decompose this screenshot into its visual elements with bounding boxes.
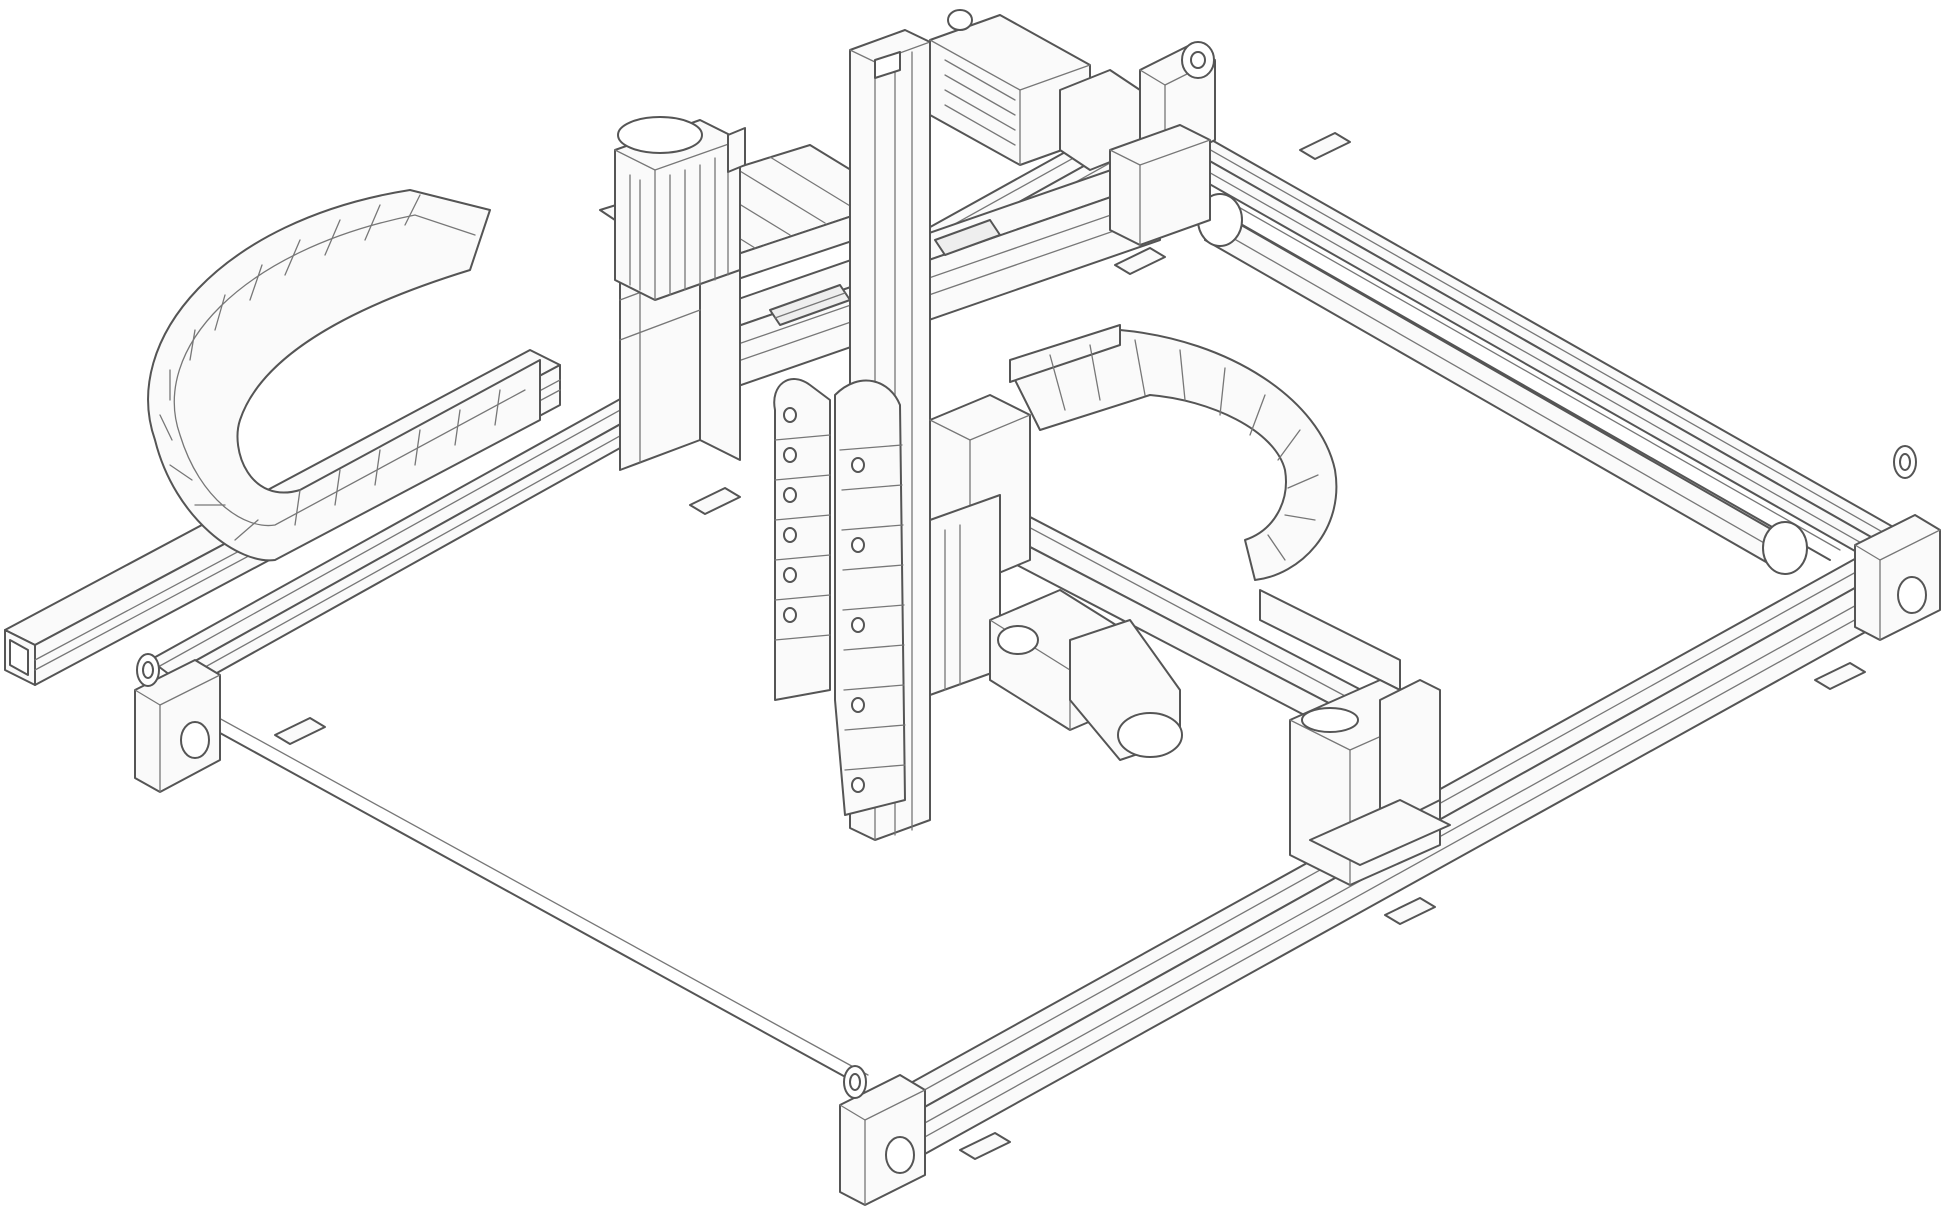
- y-axis-beam-end: [1109, 124, 1211, 246]
- cable-chain-left: [147, 189, 541, 562]
- x-axis-gear-motor: [989, 589, 1183, 761]
- cable-chain-right: [1009, 324, 1338, 581]
- frame-back-rail: [1131, 104, 1926, 581]
- drive-shaft: [1197, 193, 1808, 575]
- frame-corner-front-left: [134, 659, 221, 793]
- x-axis-carriage: [1289, 679, 1451, 886]
- mounting-feet: [274, 132, 1866, 1160]
- frame-corner-right: [1854, 514, 1941, 641]
- z-axis-motor: [929, 9, 1141, 171]
- y-axis-motor: [614, 116, 746, 301]
- lifting-eye-back: [1181, 41, 1215, 79]
- lifting-eye-front-left: [136, 653, 160, 687]
- frame-corner-front: [839, 1074, 926, 1206]
- linear-guide-detail: [769, 219, 1001, 326]
- lifting-eye-right: [1893, 445, 1917, 479]
- lifting-eye-front: [843, 1065, 867, 1099]
- frame-tie-rod-left: [159, 689, 869, 1086]
- cable-chain-z: [773, 378, 906, 816]
